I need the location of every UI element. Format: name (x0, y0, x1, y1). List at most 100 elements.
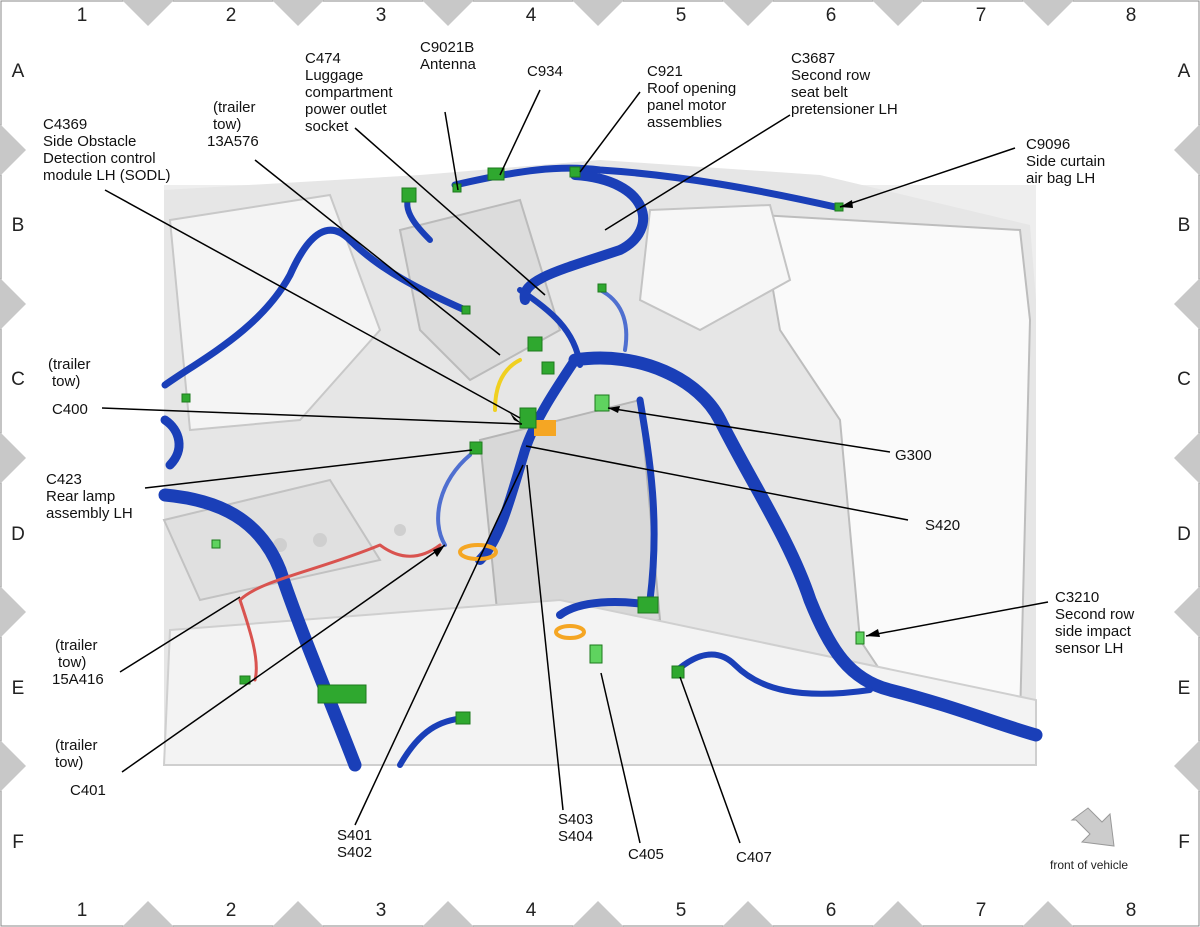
connector-c400 (519, 407, 537, 429)
connector-c934 (487, 167, 505, 181)
callout-c9021b: C9021B Antenna (420, 39, 478, 73)
leader-line-s401 (354, 464, 524, 826)
grid-row-label: C (1177, 369, 1191, 390)
connector-c921 (569, 166, 581, 178)
grid-row-label: F (1178, 832, 1190, 853)
grid-row-label: B (12, 215, 25, 236)
grid-col-label: 5 (676, 5, 687, 26)
callout-15a416: (trailer tow) 15A416 (52, 637, 104, 688)
callout-c3687: C3687 Second row seat belt pretensioner … (791, 50, 898, 118)
leader-line-c9096 (839, 147, 1016, 208)
grid-col-label: 4 (526, 5, 537, 26)
leader-line-c9021b (444, 111, 459, 191)
harness-clip (554, 624, 586, 640)
connector (637, 596, 659, 614)
grid-row-label: A (12, 61, 25, 82)
callout-c407: C407 (736, 849, 772, 866)
pretensioner-branch (519, 170, 649, 305)
quarter-window (638, 203, 792, 332)
grid-col-label: 2 (226, 900, 237, 921)
leader-line-c400 (101, 407, 523, 425)
callout-labels: C4369 Side Obstacle Detection control mo… (43, 39, 1138, 866)
grid-col-label: 8 (1126, 5, 1137, 26)
callout-trailer-tow-e: (trailer tow) (55, 737, 102, 771)
wiring-harness (158, 164, 1043, 772)
grid-col-label: 6 (826, 5, 837, 26)
grid-row-label: F (12, 832, 24, 853)
leader-line-s403 (526, 464, 564, 811)
connector (181, 393, 191, 403)
orange-bracket (534, 420, 556, 436)
leader-line-s420 (525, 445, 909, 521)
leader-arrowheads (433, 200, 880, 637)
wheelhouse-harness (636, 396, 658, 604)
leader-line-c3687 (604, 114, 791, 231)
grid-column-labels-bottom: 1 2 3 4 5 6 7 8 (77, 900, 1137, 921)
harness-clip (458, 543, 498, 561)
connector (239, 675, 251, 685)
leader-line-c934 (499, 89, 541, 176)
callout-c405: C405 (628, 846, 664, 863)
grid-col-label: 4 (526, 900, 537, 921)
connector (401, 187, 417, 203)
grid-row-label: D (11, 524, 25, 545)
front-of-vehicle-indicator: front of vehicle (1050, 807, 1128, 872)
grid-col-label: 7 (976, 5, 987, 26)
leader-line-c4369 (104, 189, 521, 419)
grid-row-labels-left: A B C D E F (11, 61, 25, 853)
leader-line-g300 (607, 407, 891, 453)
arrowhead (510, 413, 522, 424)
grid-column-labels-top: 1 2 3 4 5 6 7 8 (77, 5, 1137, 26)
leader-line-13a576 (254, 159, 501, 356)
arrowhead (866, 629, 880, 637)
body-hole (313, 533, 327, 547)
callout-13a576: (trailer tow) 13A576 (207, 99, 260, 150)
c-pillar (398, 198, 562, 382)
callout-c423: C423 Rear lamp assembly LH (46, 471, 133, 522)
callout-c400: C400 (52, 401, 88, 418)
callout-c921: C921 Roof opening panel motor assemblies (647, 63, 740, 131)
grid-row-label: E (12, 678, 25, 699)
front-of-vehicle-label: front of vehicle (1050, 858, 1128, 872)
connector (455, 711, 471, 725)
harness-clips (458, 420, 586, 640)
leader-line-15a416 (119, 596, 241, 673)
callout-s401: S401 S402 (337, 827, 376, 861)
leader-line-c407 (679, 676, 741, 844)
grid-row-labels-right: A B C D E F (1177, 61, 1191, 853)
callout-g300: G300 (895, 447, 932, 464)
red-wire (238, 543, 442, 602)
connector (527, 336, 543, 352)
leader-line-c405 (600, 672, 641, 844)
leader-line-c3210 (865, 601, 1049, 637)
leader-line-c423 (144, 449, 473, 489)
callout-c401: C401 (70, 782, 106, 799)
grid-col-label: 6 (826, 900, 837, 921)
grid-col-label: 5 (676, 900, 687, 921)
leader-line-c401 (121, 544, 446, 773)
connector-c3210 (855, 631, 865, 645)
callout-c3210: C3210 Second row side impact sensor LH (1055, 589, 1138, 657)
leader-lines (101, 89, 1049, 844)
callout-c9096: C9096 Side curtain air bag LH (1026, 136, 1109, 187)
callout-trailer-tow-c: (trailer tow) (48, 356, 95, 390)
callout-c4369: C4369 Side Obstacle Detection control mo… (43, 116, 171, 184)
direction-arrow-icon (1070, 807, 1115, 847)
light-branch (436, 453, 472, 547)
grid-col-label: 8 (1126, 900, 1137, 921)
grid-col-label: 7 (976, 900, 987, 921)
leader-line-c921 (579, 91, 641, 173)
grid-col-label: 1 (77, 5, 88, 26)
red-wire (238, 598, 258, 682)
grid-row-label: A (1178, 61, 1191, 82)
left-harness (161, 226, 469, 389)
connector-c405 (589, 644, 603, 664)
arrowhead (608, 406, 620, 413)
connector (597, 283, 607, 293)
rear-harness (475, 355, 580, 565)
grid-row-label: B (1178, 215, 1191, 236)
grid-col-label: 3 (376, 5, 387, 26)
grid-col-label: 2 (226, 5, 237, 26)
grid-row-label: C (11, 369, 25, 390)
